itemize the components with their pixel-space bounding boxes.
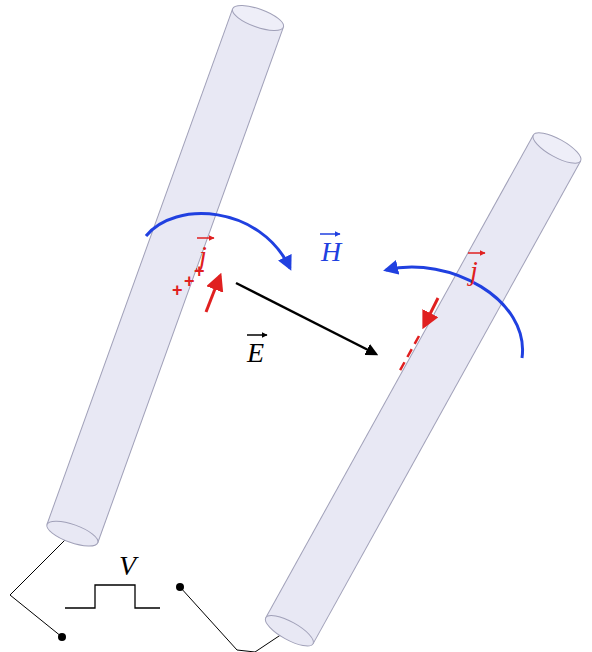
conductor-cylinder [261, 127, 585, 652]
field-arc [146, 214, 290, 268]
voltage-label: V [119, 552, 136, 580]
current-arrow [206, 276, 220, 312]
charge-sign: + [172, 281, 183, 299]
vector-label: j [470, 257, 478, 285]
negative-charges [398, 336, 419, 374]
terminal [176, 583, 184, 591]
vector-label: E [247, 339, 264, 367]
charge-sign: + [194, 262, 205, 280]
lead-wire [10, 533, 285, 652]
vector-label: H [321, 238, 341, 266]
vector-accent [468, 252, 485, 254]
pulse-symbol [65, 585, 160, 608]
field-arc [386, 267, 523, 358]
current-arrow [424, 298, 438, 326]
vector-accent [197, 237, 214, 239]
conductor-cylinder [44, 0, 287, 551]
vector-accent [320, 233, 340, 235]
vector-accent [247, 334, 267, 336]
charge-sign: + [184, 272, 195, 290]
terminal [58, 633, 66, 641]
